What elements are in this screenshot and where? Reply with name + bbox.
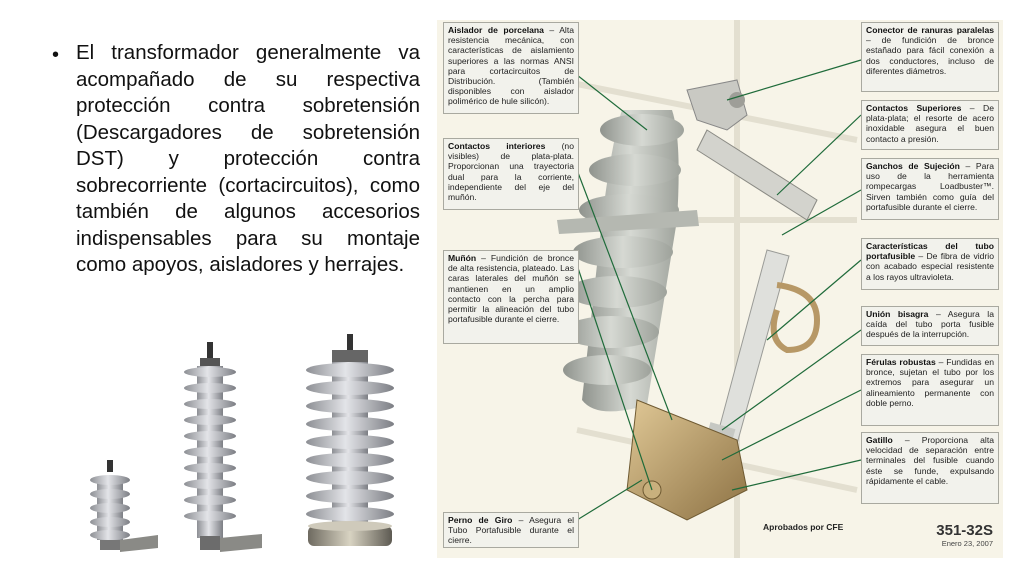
small-arrester-icon xyxy=(90,460,158,552)
cutout-fuse-figure: Aislador de porcelana – Alta resistencia… xyxy=(437,20,1003,558)
label-contactos-superiores-text: – De plata-plata; el resorte de acero in… xyxy=(866,103,994,144)
label-tubo-title: Características del tubo portafusible xyxy=(866,241,994,262)
label-conector-title: Conector de ranuras paralelas xyxy=(866,25,994,35)
top-contact-icon xyxy=(686,79,818,221)
label-gatillo-text: – Proporciona alta velocidad de separaci… xyxy=(866,435,994,486)
label-contactos-interiores: Contactos interiores (no visibles) de pl… xyxy=(443,138,579,210)
catalog-code: 351-32S Enero 23, 2007 xyxy=(936,522,993,548)
label-perno-de-giro: Perno de Giro – Asegura el Tubo Portafus… xyxy=(443,512,579,548)
label-aislador-text: – Alta resistencia mecánica, con caracte… xyxy=(448,25,574,107)
cutout-fuse-drawing xyxy=(556,20,862,558)
bullet-icon: • xyxy=(52,44,60,66)
label-contactos-interiores-text: (no visibles) de plata-plata. Proporcion… xyxy=(448,141,574,203)
label-contactos-superiores-title: Contactos Superiores xyxy=(866,103,962,113)
catalog-date: Enero 23, 2007 xyxy=(941,539,993,548)
label-aislador-title: Aislador de porcelana xyxy=(448,25,544,35)
label-gatillo-title: Gatillo xyxy=(866,435,893,445)
label-perno-title: Perno de Giro xyxy=(448,515,513,525)
medium-arrester-icon xyxy=(184,342,262,552)
label-ferulas-text: – Fundidas en bronce, sujetan el tubo po… xyxy=(866,357,995,408)
label-union-title: Unión bisagra xyxy=(866,309,929,319)
label-aislador: Aislador de porcelana – Alta resistencia… xyxy=(443,22,579,114)
label-union-text: – Asegura la caída del tubo porta fusibl… xyxy=(866,309,994,340)
leader-lines xyxy=(576,59,862,521)
surge-arresters-image xyxy=(80,330,410,560)
label-tubo-portafusible: Características del tubo portafusible – … xyxy=(861,238,999,290)
label-union-bisagra: Unión bisagra – Asegura la caída del tub… xyxy=(861,306,999,346)
label-conector-text: – de fundición de bronce estañado para f… xyxy=(866,35,994,76)
label-gatillo: Gatillo – Proporciona alta velocidad de … xyxy=(861,432,999,504)
label-ganchos-text: – Para uso de la herramienta rompecargas… xyxy=(866,161,994,212)
label-contactos-interiores-title: Contactos interiores xyxy=(448,141,546,151)
bullet-list: • El transformador generalmente va acomp… xyxy=(52,40,420,279)
label-ferulas: Férulas robustas – Fundidas en bronce, s… xyxy=(861,354,999,426)
label-contactos-superiores: Contactos Superiores – De plata-plata; e… xyxy=(861,100,999,150)
bottom-hinge-icon xyxy=(626,282,821,521)
bullet-paragraph: El transformador generalmente va acompañ… xyxy=(76,41,420,276)
label-munon: Muñón – Fundición de bronce de alta resi… xyxy=(443,250,579,344)
label-ganchos: Ganchos de Sujeción – Para uso de la her… xyxy=(861,158,999,220)
label-munon-title: Muñón xyxy=(448,253,477,263)
approved-label: Aprobados por CFE xyxy=(763,522,844,532)
large-arrester-icon xyxy=(306,334,394,546)
label-tubo-text: – De fibra de vidrio con acabado especia… xyxy=(866,251,994,282)
label-ferulas-title: Férulas robustas xyxy=(866,357,936,367)
label-ganchos-title: Ganchos de Sujeción xyxy=(866,161,960,171)
label-munon-text: – Fundición de bronce de alta resistenci… xyxy=(448,253,574,325)
porcelain-insulator-icon xyxy=(557,110,699,412)
label-conector: Conector de ranuras paralelas – de fundi… xyxy=(861,22,999,92)
catalog-number: 351-32S xyxy=(936,522,993,539)
label-perno-text: – Asegura el Tubo Portafusible durante e… xyxy=(448,515,575,546)
